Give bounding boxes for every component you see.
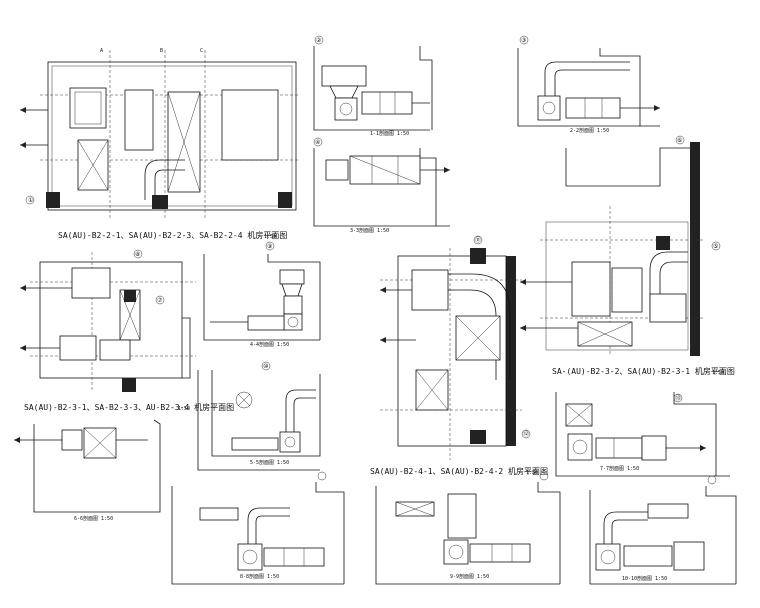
section-view-2: ③ 2-2剖面图 1:50 — [517, 35, 660, 134]
section-label: 8-8剖面图 1:50 — [240, 573, 279, 580]
section-view-4: ⑨ 4-4剖面图 1:50 — [203, 241, 321, 348]
grid-mark: ⑥ — [677, 137, 682, 144]
plan-view-2: ⑦ ⑧ SA(AU)-B2-3-1、SA-B2-3-3、AU-B2-3-4 机房… — [20, 249, 234, 412]
grid-mark: ⑪ — [475, 236, 481, 244]
section-view-3: ④ 3-3剖面图 1:50 — [313, 137, 450, 234]
column-tags: A B C — [100, 48, 203, 54]
scale-label: 1:50 — [712, 370, 724, 376]
section-label: 1-1剖面图 1:50 — [370, 130, 409, 137]
scale-label: 1:50 — [178, 406, 190, 412]
section-view-10: 10-10剖面图 1:50 — [589, 475, 737, 585]
grid-mark: ⑦ — [157, 297, 163, 304]
section-label: 3-3剖面图 1:50 — [350, 227, 389, 234]
scale-label: 1:50 — [526, 470, 538, 476]
section-label: 7-7剖面图 1:50 — [600, 465, 639, 472]
plan-view-4: ⑤ ⑥ SA-(AU)-B2-3-2、SA(AU)-B2-3-1 机房平面图 1… — [520, 135, 735, 376]
grid-mark: ③ — [521, 37, 526, 44]
grid-mark: ④ — [315, 139, 320, 146]
section-view-8: 8-8剖面图 1:50 — [171, 471, 345, 585]
section-label: 10-10剖面图 1:50 — [622, 575, 667, 582]
grid-mark: ⑬ — [675, 394, 681, 402]
grid-mark: ⑩ — [263, 363, 268, 370]
plan-caption: SA-(AU)-B2-3-2、SA(AU)-B2-3-1 机房平面图 — [552, 366, 735, 376]
scale-label: 1:50 — [264, 234, 276, 240]
plan-caption: SA(AU)-B2-4-1、SA(AU)-B2-4-2 机房平面图 — [370, 466, 548, 476]
grid-mark: ⑤ — [713, 243, 718, 250]
grid-mark: ⑧ — [135, 251, 140, 258]
section-label: 9-9剖面图 1:50 — [450, 573, 489, 580]
svg-text:C: C — [200, 48, 203, 54]
plan-caption: SA(AU)-B2-3-1、SA-B2-3-3、AU-B2-3-4 机房平面图 — [24, 402, 234, 412]
grid-mark: ② — [316, 37, 322, 44]
grid-mark: ① — [28, 197, 33, 204]
section-label: 5-5剖面图 1:50 — [250, 459, 289, 466]
section-view-7: ⑬ 7-7剖面图 1:50 — [555, 392, 730, 477]
section-label: 2-2剖面图 1:50 — [570, 127, 609, 134]
grid-mark: ⑨ — [267, 243, 272, 250]
plan-view-3: ⑪ ⑫ SA(AU)-B2-4-1、SA(AU)-B2-4-2 机房平面图 1:… — [370, 235, 548, 476]
svg-text:B: B — [160, 48, 163, 54]
section-label: 4-4剖面图 1:50 — [250, 341, 289, 348]
plan-caption: SA(AU)-B2-2-1、SA(AU)-B2-2-3、SA-B2-2-4 机房… — [58, 230, 287, 240]
section-view-5: ⑩ 5-5剖面图 1:50 — [197, 361, 321, 471]
section-label: 6-6剖面图 1:50 — [74, 515, 113, 522]
grid-mark: ⑫ — [523, 430, 529, 438]
section-view-6: 6-6剖面图 1:50 — [14, 419, 161, 522]
section-view-1: ② 1-1剖面图 1:50 — [313, 35, 433, 137]
svg-text:A: A — [100, 48, 103, 54]
plan-view-1: ① SA(AU)-B2-2-1、SA(AU)-B2-2-3、SA-B2-2-4 … — [20, 50, 300, 240]
section-view-9: 9-9剖面图 1:50 — [375, 471, 561, 585]
